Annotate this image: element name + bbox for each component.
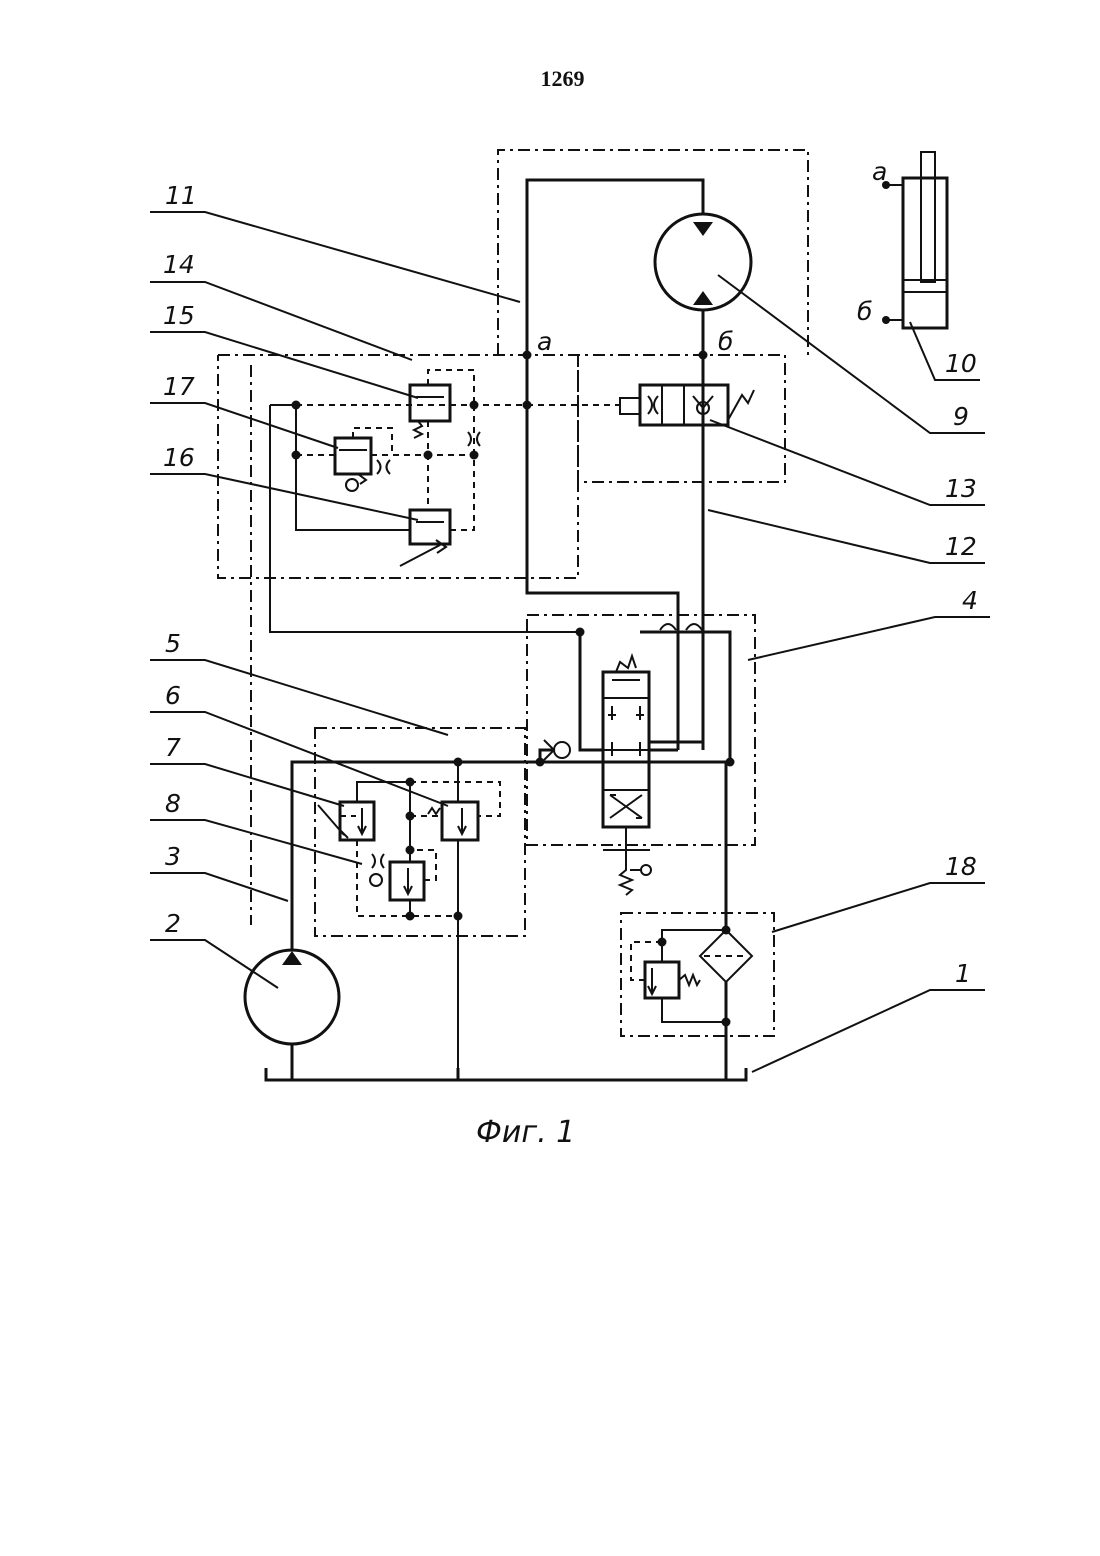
callout-5: 5 bbox=[165, 629, 181, 658]
callout-3: 3 bbox=[165, 842, 181, 871]
cylinder-port-b: б bbox=[857, 297, 872, 326]
motor-line-a bbox=[527, 180, 703, 355]
figure-caption: Фиг. 1 bbox=[476, 1115, 575, 1150]
directional-valve-4 bbox=[603, 656, 651, 895]
callout-11: 11 bbox=[165, 181, 197, 210]
callout-16: 16 bbox=[163, 443, 195, 472]
callout-9: 9 bbox=[953, 402, 969, 431]
valve-15 bbox=[410, 385, 450, 438]
callout-14: 14 bbox=[163, 250, 195, 279]
cylinder-port-a: a bbox=[872, 157, 887, 186]
port-label-b: б bbox=[718, 327, 733, 356]
hydraulic-motor-9 bbox=[655, 214, 751, 310]
callout-1: 1 bbox=[955, 959, 971, 988]
hydraulic-cylinder-10 bbox=[882, 152, 947, 328]
block-5-outline bbox=[315, 728, 525, 936]
callout-2: 2 bbox=[165, 909, 181, 938]
callout-10: 10 bbox=[945, 349, 977, 378]
callout-13: 13 bbox=[945, 474, 977, 503]
callout-15: 15 bbox=[163, 301, 195, 330]
tank-1 bbox=[266, 1068, 746, 1080]
callout-18: 18 bbox=[945, 852, 977, 881]
callout-17: 17 bbox=[163, 372, 195, 401]
callout-4: 4 bbox=[962, 586, 978, 615]
port-label-a: a bbox=[537, 327, 552, 356]
callout-6: 6 bbox=[165, 681, 181, 710]
valve-8 bbox=[370, 854, 424, 900]
valve-13 bbox=[620, 385, 754, 425]
valve-17 bbox=[335, 438, 390, 491]
valve-6 bbox=[428, 802, 478, 840]
callout-7: 7 bbox=[165, 733, 181, 762]
valve-7 bbox=[318, 802, 374, 840]
block-14-outline bbox=[218, 355, 785, 578]
callout-12: 12 bbox=[945, 532, 977, 561]
pump-2 bbox=[245, 950, 339, 1044]
callout-8: 8 bbox=[165, 789, 181, 818]
block-4-outline bbox=[527, 615, 755, 845]
